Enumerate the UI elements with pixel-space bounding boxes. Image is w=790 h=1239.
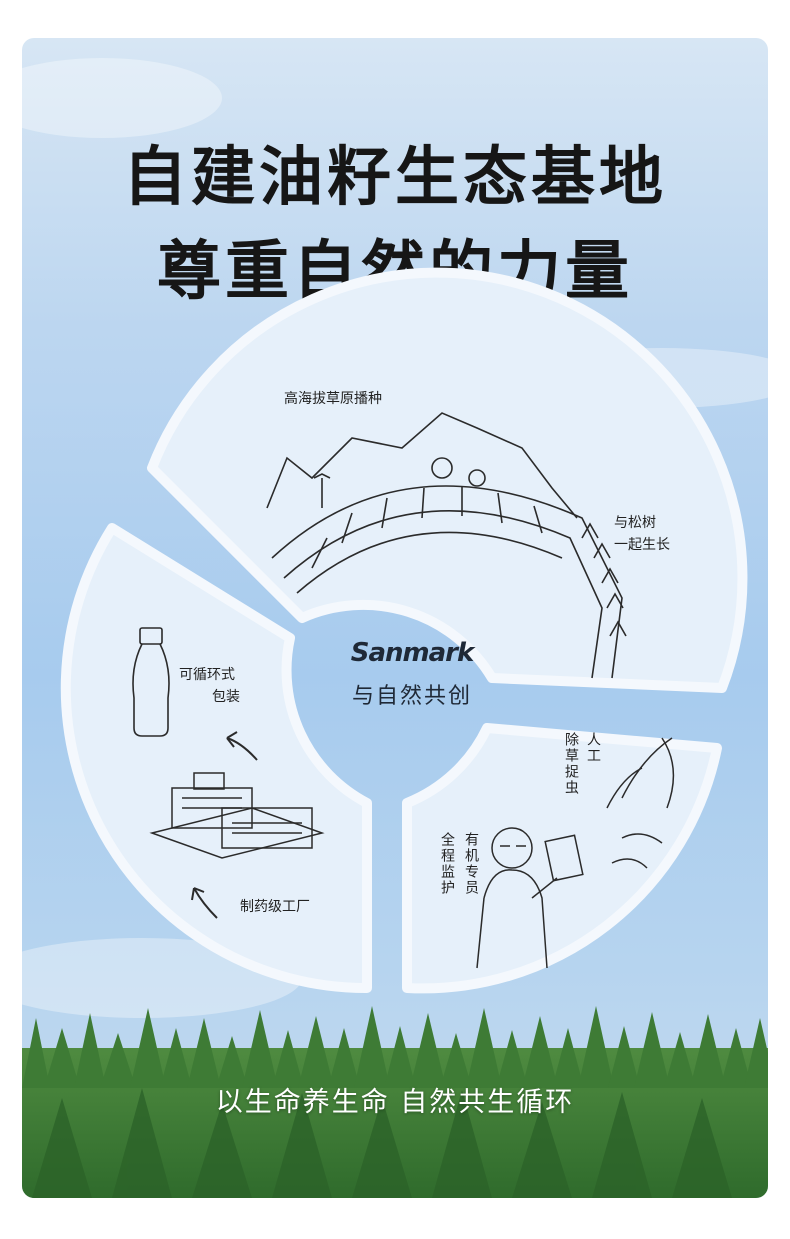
poster-card: 自建油籽生态基地 尊重自然的力量: [22, 38, 768, 1198]
cycle-diagram: [22, 58, 768, 1018]
brand-logo: Sanmark: [350, 638, 475, 668]
brand-tagline: 与自然共创: [351, 684, 472, 709]
label-organic-col1: 有机专员: [463, 832, 479, 896]
segment-top-panel: [147, 267, 748, 693]
label-organic-col2: 全程监护: [439, 832, 455, 896]
factory-illustration: [149, 772, 325, 859]
headline-line1: 自建油籽生态基地: [123, 141, 667, 215]
label-manual-col1: 人工: [585, 732, 601, 764]
arrow-up-icon: [226, 731, 258, 761]
forest-background: [22, 1006, 768, 1198]
weeding-illustration: [606, 737, 675, 869]
grassland-illustration: [266, 412, 627, 679]
inspector-illustration: [476, 827, 584, 969]
label-grow-with-pines-1: 与松树: [614, 515, 656, 531]
label-grow-with-pines-2: 一起生长: [614, 537, 670, 553]
label-recyclable-packaging-1: 可循环式: [179, 667, 235, 683]
label-pharma-factory: 制药级工厂: [240, 899, 310, 915]
label-recyclable-packaging-2: 包装: [212, 689, 240, 705]
label-highland-sowing: 高海拔草原播种: [284, 391, 382, 407]
bottle-icon: [132, 627, 170, 737]
label-manual-col2: 除草捉虫: [563, 732, 579, 796]
footer-slogan: 以生命养生命 自然共生循环: [215, 1087, 575, 1118]
arrow-up-icon-2: [191, 887, 218, 919]
segment-right-panel: [402, 723, 722, 994]
